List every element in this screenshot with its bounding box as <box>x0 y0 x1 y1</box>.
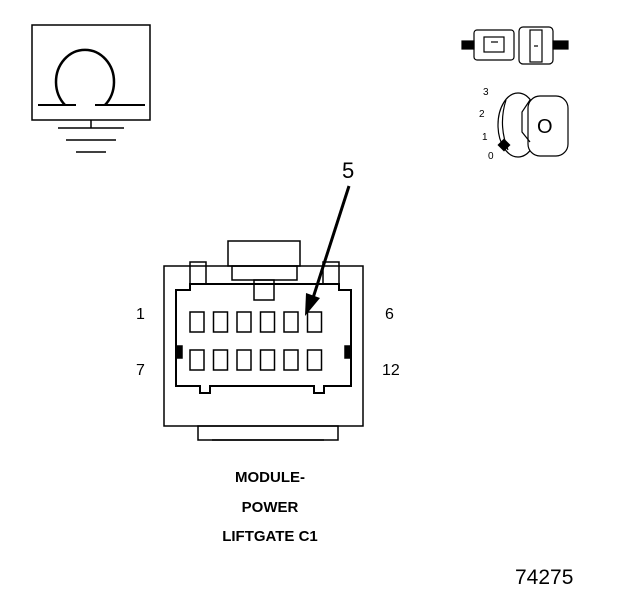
connector-title-line-3: LIFTGATE C1 <box>222 528 318 545</box>
ignition-position-3: 3 <box>483 87 489 98</box>
cavity-3 <box>236 311 252 333</box>
cavity-8 <box>212 349 229 371</box>
ground-icon <box>31 24 151 153</box>
connector-title-line-1: MODULE- <box>235 469 305 486</box>
cavity-callout-label: 5 <box>342 158 355 183</box>
connector-body <box>163 240 364 441</box>
ignition-position-1: 1 <box>482 132 488 143</box>
ignition-key-icon <box>497 92 569 158</box>
figure-number: 74275 <box>515 566 574 589</box>
connector-plug-icon <box>461 26 569 65</box>
cavity-grid <box>189 311 323 371</box>
callout-arrow <box>305 185 351 316</box>
cavity-11 <box>283 349 299 371</box>
ignition-key-label: O <box>537 116 553 138</box>
connector-title-line-2: POWER <box>241 499 299 516</box>
cavity-10 <box>259 349 276 371</box>
pin-label-top-right: 6 <box>385 306 394 323</box>
cavity-4 <box>259 311 276 333</box>
pin-label-bottom-left: 7 <box>136 362 145 379</box>
ignition-position-2: 2 <box>479 109 485 120</box>
pin-label-bottom-right: 12 <box>382 362 400 379</box>
ignition-position-0: 0 <box>488 151 494 162</box>
cavity-6 <box>306 311 323 333</box>
cavity-7 <box>189 349 205 371</box>
cavity-9 <box>236 349 252 371</box>
cavity-1 <box>189 311 205 333</box>
pin-label-top-left: 1 <box>136 306 145 323</box>
cavity-2 <box>212 311 229 333</box>
cavity-12 <box>306 349 323 371</box>
cavity-5 <box>283 311 299 333</box>
